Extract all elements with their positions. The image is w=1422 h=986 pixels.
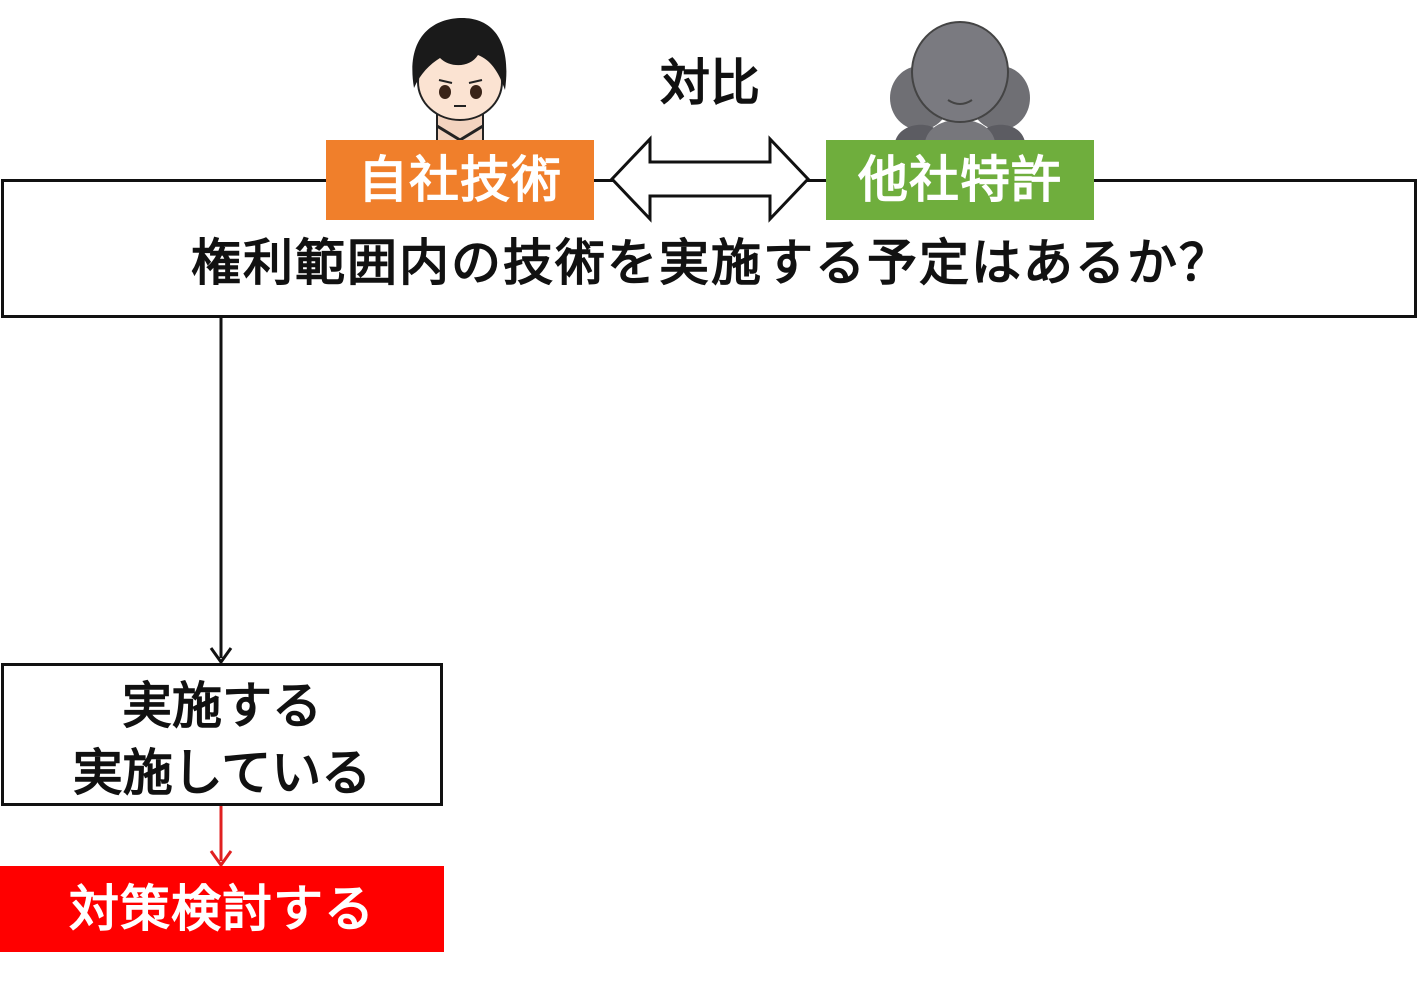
implement-line-2: 実施している xyxy=(1,748,443,798)
flow-arrow-implement-to-action xyxy=(211,806,231,865)
action-box: 対策検討する xyxy=(0,866,444,952)
flow-arrow-question-to-implement xyxy=(211,318,231,662)
anonymous-group-icon xyxy=(890,22,1030,142)
other-patent-label: 他社特許 xyxy=(826,140,1094,220)
implement-line-1: 実施する xyxy=(1,681,443,731)
compare-double-arrow xyxy=(612,139,808,219)
compare-label: 対比 xyxy=(620,58,800,108)
own-technology-label: 自社技術 xyxy=(326,140,594,220)
person-avatar-icon xyxy=(412,18,506,142)
